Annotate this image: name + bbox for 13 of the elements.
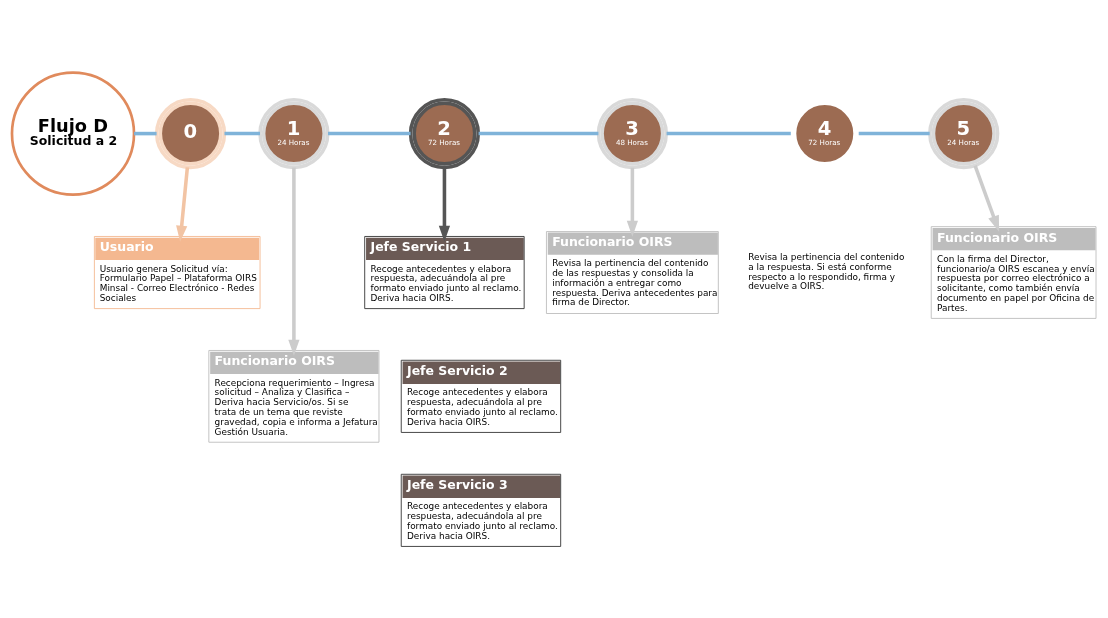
arrow [176, 166, 190, 242]
connector [478, 131, 599, 135]
connector [666, 131, 791, 135]
arrow [626, 167, 638, 237]
connector [328, 131, 411, 135]
arrow [973, 164, 1000, 232]
connector [858, 131, 930, 135]
arrow [438, 167, 451, 242]
connector [134, 131, 157, 135]
arrow [288, 167, 300, 356]
node-circle: Flujo D Solicitud a 2 [10, 70, 136, 196]
connector [224, 131, 260, 135]
node-text: Revisa la pertinencia del contenido a la respuesta. Si está conforme respecto a lo respondido, firma y devuelve a OIRS. [748, 251, 905, 291]
